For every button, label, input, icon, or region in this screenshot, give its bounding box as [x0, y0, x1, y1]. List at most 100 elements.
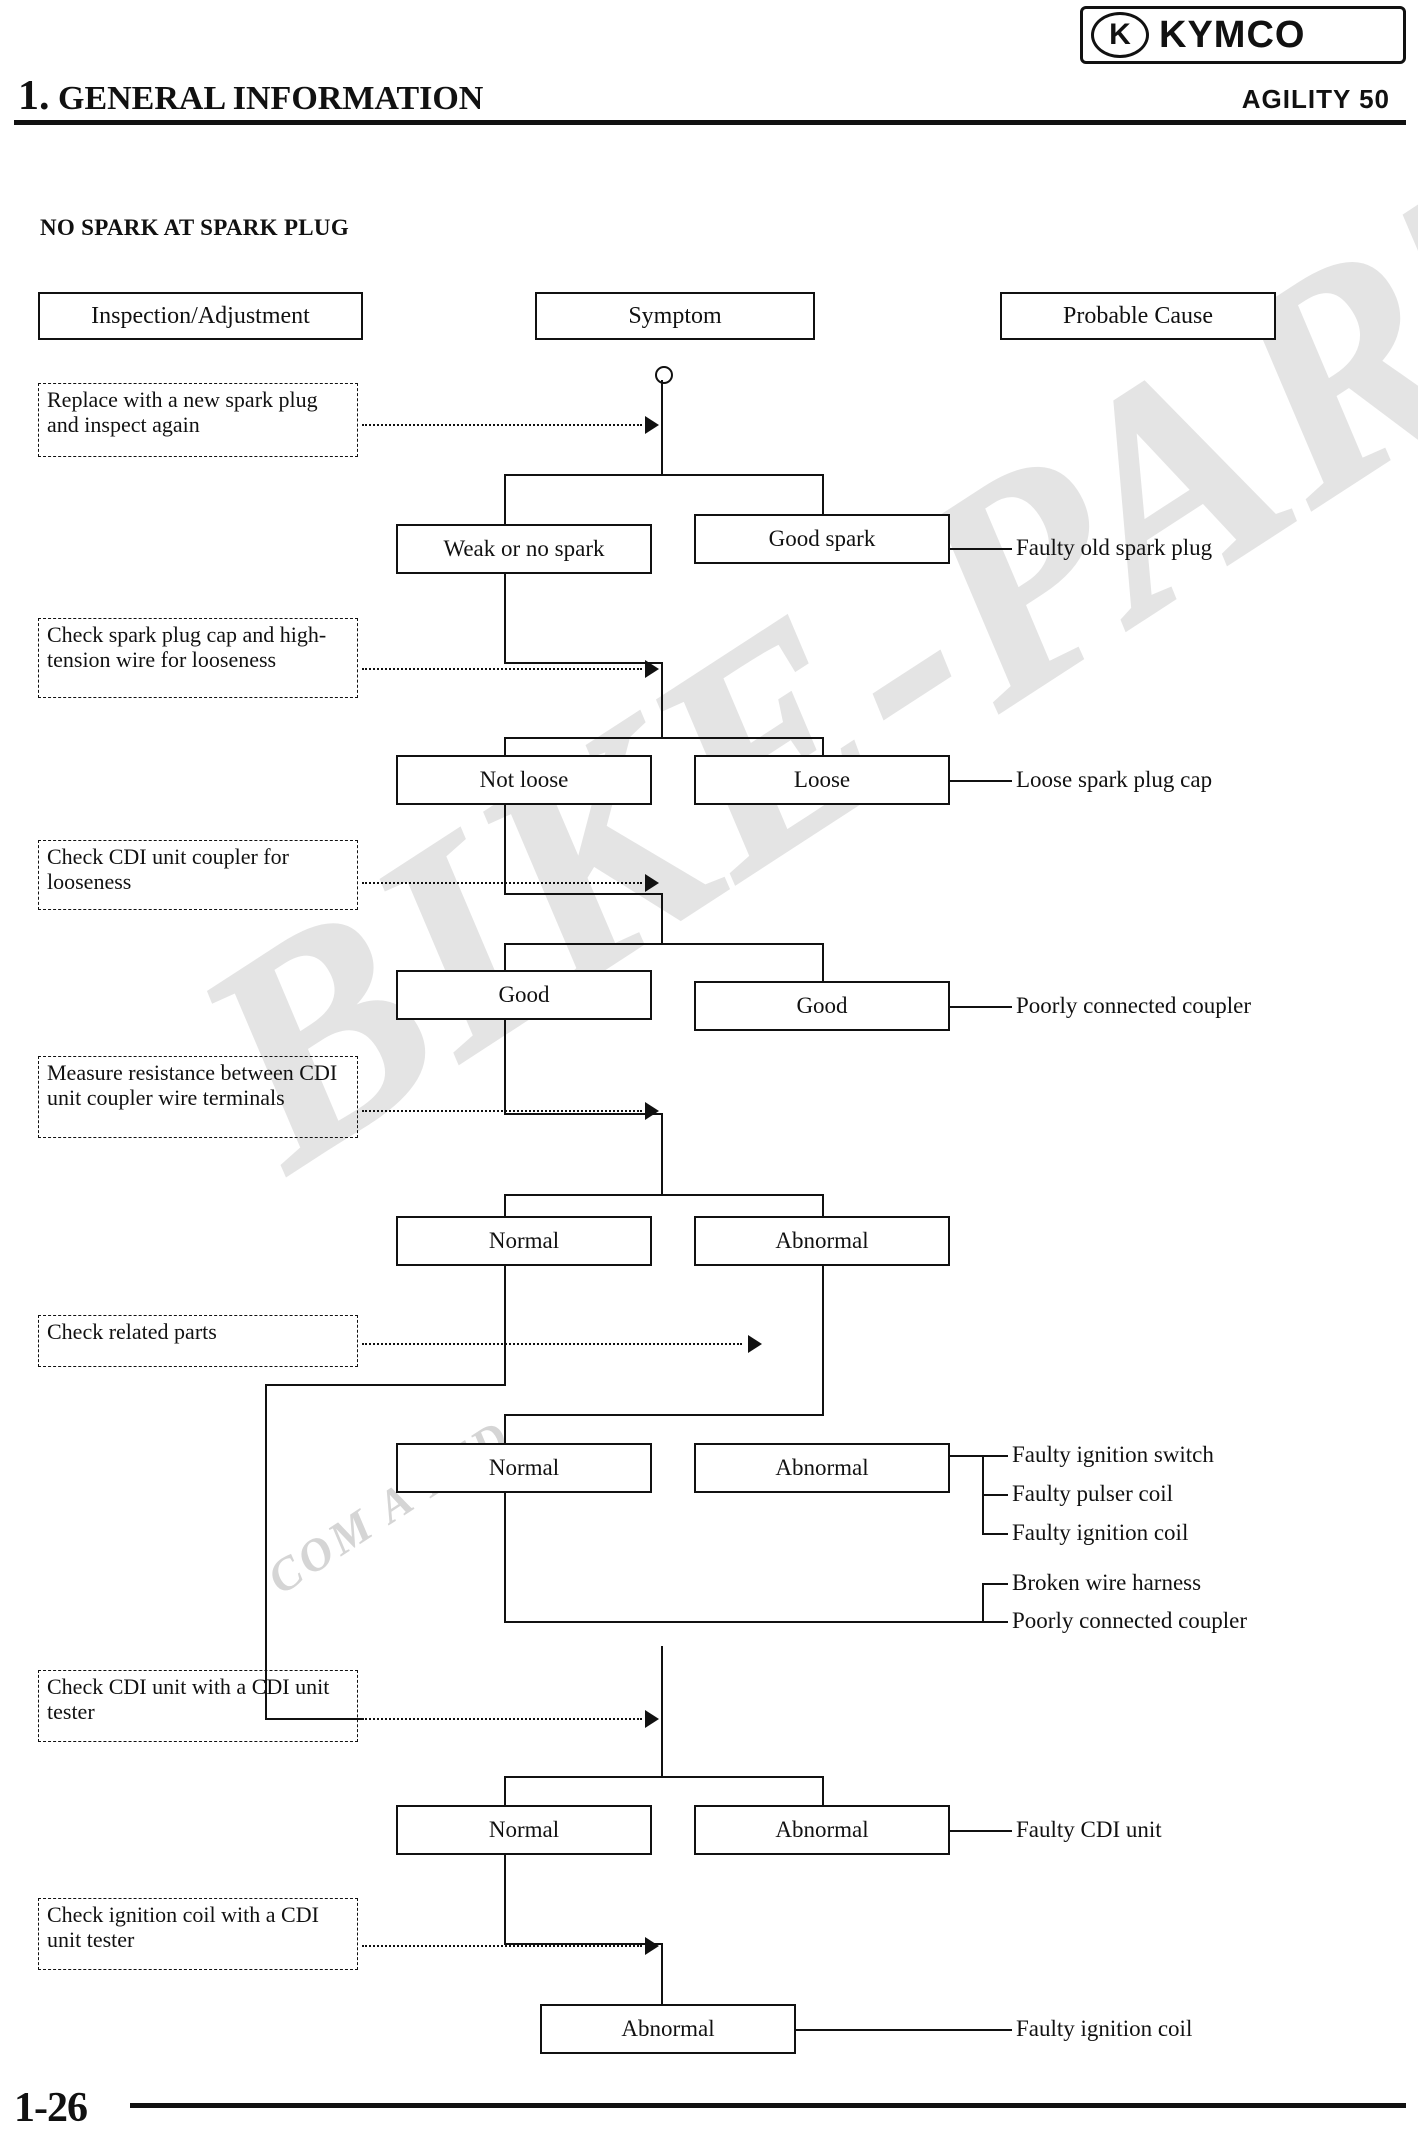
symptom-box-5-right: Abnormal	[694, 1443, 950, 1493]
symptom-box-2-left: Not loose	[396, 755, 652, 805]
cause-1: Faulty old spark plug	[1016, 535, 1213, 560]
line-v-down-5	[504, 1493, 506, 1623]
line-h-bypass-left	[265, 1384, 506, 1386]
line-v-left-5	[504, 1414, 506, 1444]
line-h-cause-9	[950, 1830, 1012, 1832]
line-v-bypass-left	[265, 1384, 267, 1718]
line-h-split-1	[504, 474, 824, 476]
line-h-cause-1	[950, 548, 1012, 550]
arrow-1	[645, 416, 659, 434]
line-v-left-2	[504, 737, 506, 769]
line-h-to-col2-7	[504, 1943, 662, 1945]
line-v-right-2	[822, 737, 824, 769]
symptom-box-3-left: Good	[396, 970, 652, 1020]
line-v-col2-7	[661, 1943, 663, 2029]
chapter-number: 1.	[18, 73, 50, 119]
line-h-to-col2-3	[504, 1113, 662, 1115]
dotted-link-6	[362, 1718, 642, 1720]
arrow-2	[645, 660, 659, 678]
cause-7: Broken wire harness	[1012, 1570, 1202, 1595]
dotted-link-7	[362, 1945, 642, 1947]
line-v-start	[661, 380, 663, 476]
line-h-cause-5	[982, 1494, 1008, 1496]
symptom-box-1-left: Weak or no spark	[396, 524, 652, 574]
arrow-7	[645, 1937, 659, 1955]
line-h-cause-3	[950, 1006, 1012, 1008]
dotted-link-1	[362, 424, 642, 426]
line-h-cause-8	[982, 1621, 1008, 1623]
symptom-box-4-left: Normal	[396, 1216, 652, 1266]
line-v-left-3	[504, 943, 506, 973]
symptom-box-4-right: Abnormal	[694, 1216, 950, 1266]
line-h-split-3	[504, 943, 824, 945]
line-v-down-3	[504, 1020, 506, 1115]
line-h-cause-7	[982, 1583, 1008, 1585]
page-title: 1. GENERAL INFORMATION	[18, 72, 483, 120]
line-v-down-6	[504, 1855, 506, 1945]
line-h-split-6	[504, 1776, 824, 1778]
line-h-bypass-join	[265, 1718, 362, 1720]
inspection-step-1: Replace with a new spark plug and inspec…	[38, 383, 358, 457]
symptom-box-6-left: Normal	[396, 1805, 652, 1855]
cause-3: Poorly connected coupler	[1016, 993, 1252, 1018]
column-header-cause: Probable Cause	[1000, 292, 1276, 340]
line-v-right-1	[822, 474, 824, 514]
symptom-box-5-left: Normal	[396, 1443, 652, 1493]
line-v-col2-4	[661, 1113, 663, 1195]
line-h-cause-4	[982, 1455, 1008, 1457]
cause-5: Faulty pulser coil	[1012, 1481, 1173, 1506]
dotted-link-5	[362, 1343, 742, 1345]
line-h-cause-2	[950, 780, 1012, 782]
line-v-left-1	[504, 474, 506, 524]
line-h-cause-10	[796, 2029, 1012, 2031]
symptom-box-7-right: Abnormal	[540, 2004, 796, 2054]
cause-6: Faulty ignition coil	[1012, 1520, 1189, 1545]
chapter-title-text: GENERAL INFORMATION	[58, 80, 484, 117]
line-h-cause-group-1	[950, 1455, 984, 1457]
line-h-split-4	[504, 1194, 824, 1196]
line-h-to-col2-2	[504, 893, 662, 895]
cause-2: Loose spark plug cap	[1016, 767, 1213, 792]
cause-4: Faulty ignition switch	[1012, 1442, 1214, 1467]
arrow-4	[645, 1102, 659, 1120]
line-v-down-right-4	[822, 1266, 824, 1416]
section-title: NO SPARK AT SPARK PLUG	[40, 215, 350, 240]
header-divider	[14, 120, 1406, 125]
start-node-icon	[655, 366, 673, 384]
line-v-down-2	[504, 805, 506, 895]
kymco-logo-icon: K	[1091, 12, 1149, 58]
line-h-split-2	[504, 737, 824, 739]
inspection-step-6: Check CDI unit with a CDI unit tester	[38, 1670, 358, 1742]
line-v-left-6	[504, 1776, 506, 1806]
line-h-split-5	[504, 1414, 824, 1416]
kymco-logo-text: KYMCO	[1159, 13, 1306, 56]
inspection-step-7: Check ignition coil with a CDI unit test…	[38, 1898, 358, 1970]
line-h-to-col2-1	[504, 662, 662, 664]
line-v-right-4	[822, 1194, 824, 1219]
arrow-5	[748, 1335, 762, 1353]
inspection-step-2: Check spark plug cap and high-tension wi…	[38, 618, 358, 698]
inspection-step-3: Check CDI unit coupler for looseness	[38, 840, 358, 910]
line-v-col2-6b	[661, 1718, 663, 1778]
line-v-right-3	[822, 943, 824, 981]
line-h-cause-group-2	[504, 1621, 982, 1623]
symptom-box-1-right: Good spark	[694, 514, 950, 564]
arrow-3	[645, 874, 659, 892]
line-v-cause-group-2	[982, 1583, 984, 1623]
line-h-cause-6	[982, 1533, 1008, 1535]
line-v-col2-2	[661, 662, 663, 738]
inspection-step-4: Measure resistance between CDI unit coup…	[38, 1056, 358, 1138]
cause-9: Faulty CDI unit	[1016, 1817, 1162, 1842]
column-header-inspection: Inspection/Adjustment	[38, 292, 363, 340]
dotted-link-4	[362, 1110, 642, 1112]
model-name: AGILITY 50	[1241, 84, 1390, 114]
page-number: 1-26	[14, 2085, 88, 2131]
line-v-left-4	[504, 1194, 506, 1219]
symptom-box-3-right: Good	[694, 981, 950, 1031]
line-v-down-4	[504, 1266, 506, 1386]
inspection-step-5: Check related parts	[38, 1315, 358, 1367]
column-header-symptom: Symptom	[535, 292, 815, 340]
cause-8: Poorly connected coupler	[1012, 1608, 1248, 1633]
